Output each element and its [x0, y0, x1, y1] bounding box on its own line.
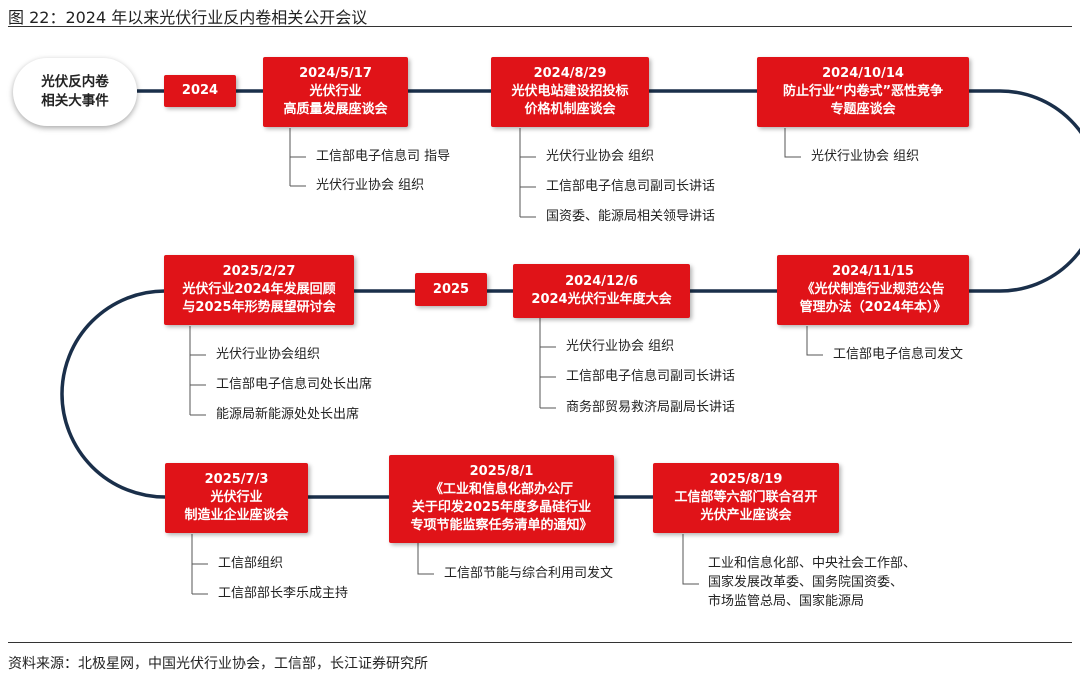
event-note: 能源局新能源处处长出席 [216, 407, 360, 422]
start-label-line: 相关大事件 [41, 93, 109, 109]
event-title-line: 专项节能监察任务清单的通知》 [410, 518, 593, 533]
event-title-line: 专题座谈会 [830, 102, 896, 117]
event-title-line: 管理办法（2024年本）》 [799, 300, 947, 315]
event-note: 工信部电子信息司 指导 [316, 149, 451, 164]
event-box-2025-08-19: 2025/8/19 工信部等六部门联合召开 光伏产业座谈会 [653, 463, 839, 533]
source-note: 资料来源：北极星网，中国光伏行业协会，工信部，长江证券研究所 [8, 656, 428, 672]
event-note: 国资委、能源局相关领导讲话 [546, 209, 716, 224]
event-title-line: 关于印发2025年度多晶硅行业 [411, 500, 592, 515]
event-date: 2024/10/14 [822, 66, 904, 81]
event-date: 2024/5/17 [299, 66, 372, 81]
figure-title: 图 22：2024 年以来光伏行业反内卷相关公开会议 [8, 8, 368, 27]
start-node: 光伏反内卷 相关大事件 [13, 58, 137, 126]
event-note: 工信部组织 [218, 556, 284, 571]
event-title-line: 《光伏制造行业规范公告 [801, 282, 945, 297]
event-title-line: 价格机制座谈会 [524, 102, 616, 117]
event-date: 2024/8/29 [533, 66, 607, 81]
event-title-line: 《工业和信息化部办公厅 [429, 482, 573, 497]
year-label: 2024 [181, 83, 219, 98]
year-label: 2025 [432, 281, 470, 297]
event-title-line: 光伏行业 [309, 84, 362, 99]
event-note: 商务部贸易救济局副局长讲话 [566, 400, 736, 415]
event-note: 工信部节能与综合利用司发文 [444, 566, 614, 581]
event-box-2024-10-14: 2024/10/14 防止行业“内卷式”恶性竞争 专题座谈会 [757, 57, 969, 127]
event-note: 工信部电子信息司副司长讲话 [566, 369, 736, 384]
event-box-2024-05-17: 2024/5/17 光伏行业 高质量发展座谈会 [263, 57, 408, 127]
year-marker-2025: 2025 [415, 273, 487, 306]
event-title-line: 制造业企业座谈会 [184, 508, 289, 523]
top-rule [8, 26, 1072, 27]
event-note: 工信部电子信息司副司长讲话 [546, 179, 716, 194]
event-box-2025-08-01: 2025/8/1 《工业和信息化部办公厅 关于印发2025年度多晶硅行业 专项节… [389, 455, 614, 543]
bottom-rule [8, 642, 1072, 643]
start-label-line: 光伏反内卷 [41, 74, 109, 90]
event-title-line: 光伏行业 [210, 490, 263, 505]
event-box-2025-02-27: 2025/2/27 光伏行业2024年发展回顾 与2025年形势展望研讨会 [164, 255, 354, 325]
event-note: 光伏行业协会 组织 [316, 178, 425, 193]
event-box-2024-08-29: 2024/8/29 光伏电站建设招投标 价格机制座谈会 [491, 57, 649, 127]
event-note: 光伏行业协会 组织 [811, 149, 920, 164]
event-date: 2024/11/15 [832, 264, 914, 279]
event-title-line: 2024光伏行业年度大会 [531, 292, 672, 307]
event-note: 市场监管总局、国家能源局 [708, 594, 865, 609]
event-date: 2025/8/1 [469, 464, 534, 479]
event-title-line: 高质量发展座谈会 [283, 102, 388, 117]
event-note: 光伏行业协会 组织 [566, 339, 675, 354]
event-title-line: 与2025年形势展望研讨会 [182, 300, 336, 315]
event-note: 光伏行业协会 组织 [546, 149, 655, 164]
event-date: 2024/12/6 [565, 274, 638, 289]
event-box-2024-11-15: 2024/11/15 《光伏制造行业规范公告 管理办法（2024年本）》 [777, 255, 969, 325]
event-note: 工信部电子信息司处长出席 [216, 377, 373, 392]
event-date: 2025/8/19 [709, 472, 783, 487]
event-title-line: 工信部等六部门联合召开 [674, 490, 818, 505]
event-box-2025-07-03: 2025/7/3 光伏行业 制造业企业座谈会 [165, 463, 308, 533]
event-note: 工信部部长李乐成主持 [218, 586, 349, 601]
event-title-line: 光伏电站建设招投标 [511, 84, 629, 99]
event-title-line: 光伏产业座谈会 [700, 508, 792, 523]
event-note: 国家发展改革委、国务院国资委、 [708, 575, 904, 590]
event-note: 工信部电子信息司发文 [833, 347, 964, 362]
event-date: 2025/7/3 [204, 472, 269, 487]
event-date: 2025/2/27 [222, 264, 296, 279]
event-note: 光伏行业协会组织 [216, 347, 321, 362]
event-box-2024-12-06: 2024/12/6 2024光伏行业年度大会 [513, 264, 690, 318]
event-note: 工业和信息化部、中央社会工作部、 [708, 556, 917, 571]
event-title-line: 防止行业“内卷式”恶性竞争 [782, 84, 944, 99]
event-title-line: 光伏行业2024年发展回顾 [182, 282, 336, 297]
year-marker-2024: 2024 [164, 75, 236, 107]
